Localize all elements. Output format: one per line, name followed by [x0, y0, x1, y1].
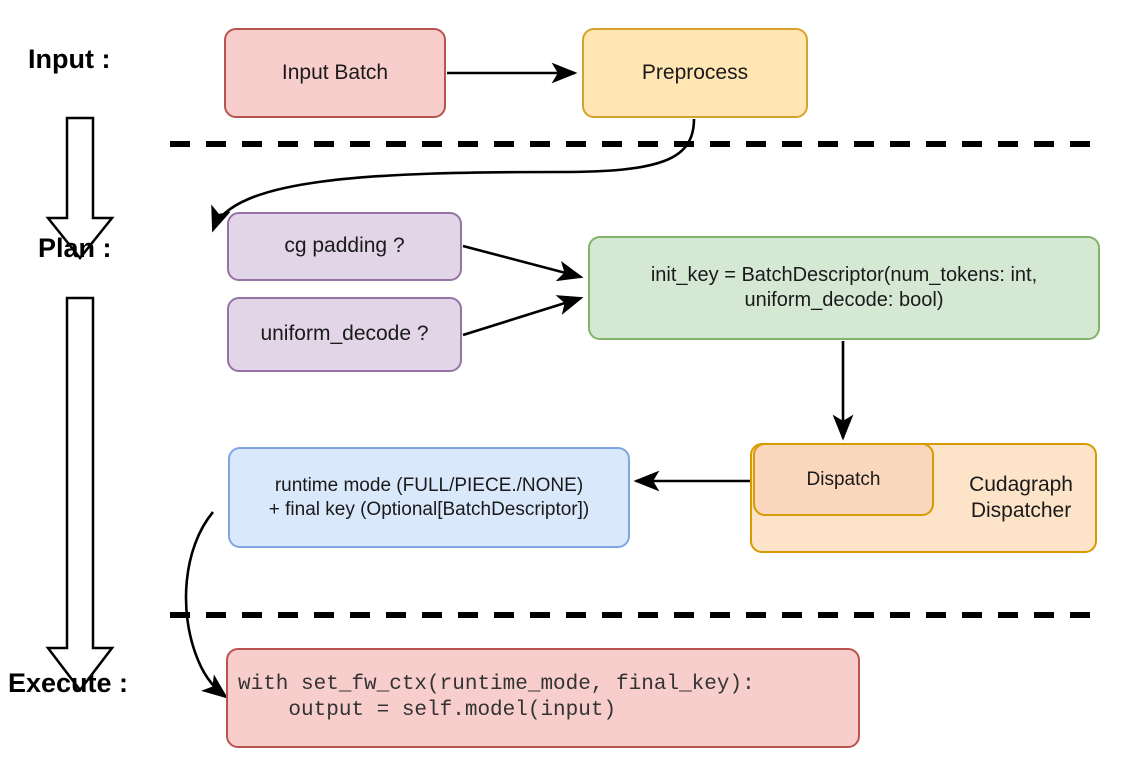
node-uniform-decode[interactable]: uniform_decode ? [227, 297, 462, 372]
node-execute-code-snippet[interactable]: with set_fw_ctx(runtime_mode, final_key)… [226, 648, 860, 748]
node-dispatch[interactable]: Dispatch [753, 443, 934, 516]
edge-uniform-decode-to-init-key [462, 295, 584, 337]
edge-runtime-mode-to-exec-code [184, 511, 229, 699]
plan-to-execute-block-arrow [45, 296, 115, 693]
node-runtime-mode-and-final-key[interactable]: runtime mode (FULL/PIECE./NONE) + final … [228, 447, 630, 548]
node-input-batch[interactable]: Input Batch [224, 28, 446, 118]
node-cg-padding[interactable]: cg padding ? [227, 212, 462, 281]
node-preprocess[interactable]: Preprocess [582, 28, 808, 118]
stage-label-execute: Execute : [8, 668, 129, 698]
edge-cg-padding-to-init-key [462, 244, 584, 282]
node-init-key-batch-descriptor[interactable]: init_key = BatchDescriptor(num_tokens: i… [588, 236, 1100, 340]
stage-label-plan: Plan : [38, 233, 112, 263]
stage-label-input: Input : [28, 44, 111, 74]
